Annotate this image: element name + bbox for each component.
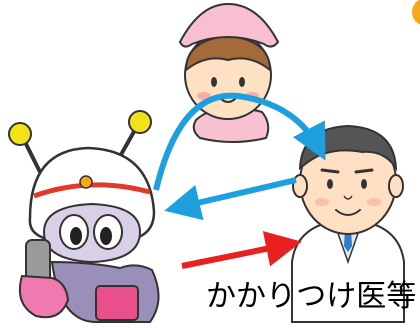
arrow-mascot-to-doctor (181, 231, 302, 269)
accent-circle (412, 0, 420, 25)
nurse-illustration (178, 2, 280, 143)
robot-mascot-on-phone (8, 110, 160, 323)
doctor-caption: かかりつけ医等 (206, 279, 417, 314)
arrow-mascot-to-nurse-to-doctor (153, 92, 326, 191)
arrow-doctor-to-mascot (164, 177, 297, 221)
